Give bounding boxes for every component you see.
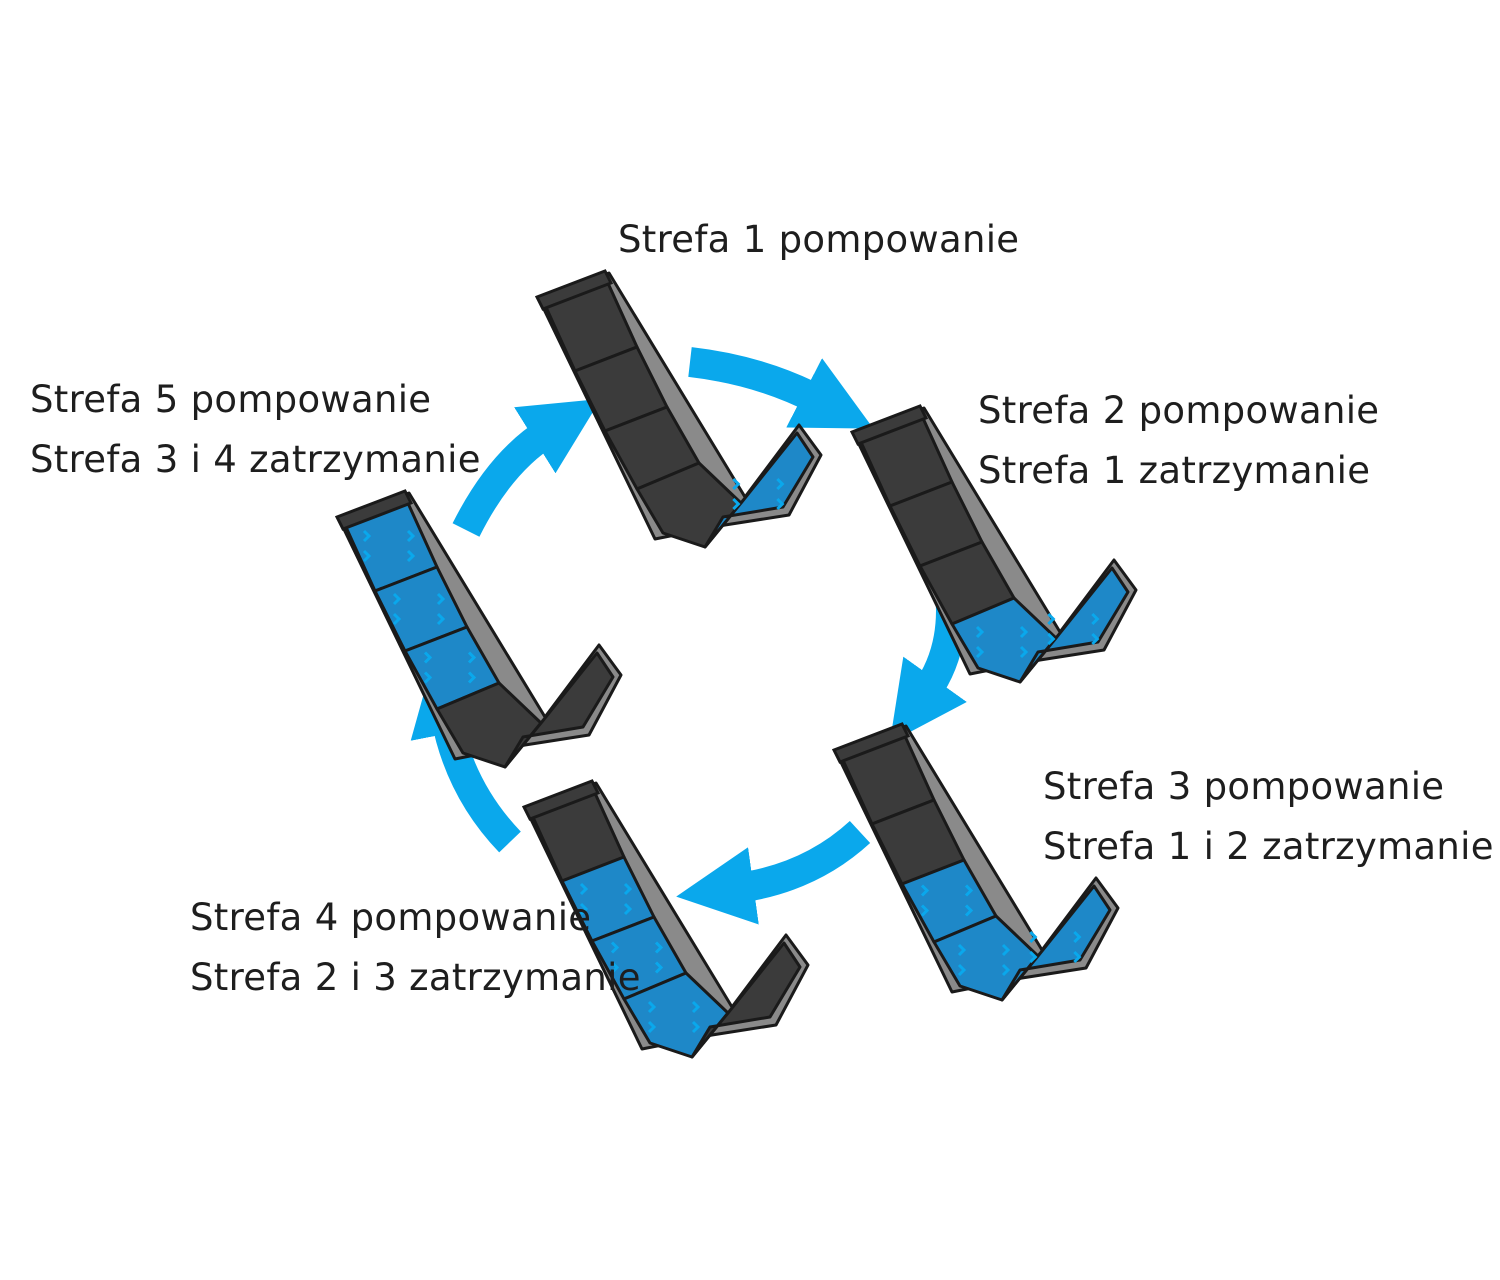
boot-zone-1	[690, 941, 802, 1059]
pressure-arrows-icon	[732, 477, 785, 511]
cycle-arrow-icon	[688, 347, 874, 429]
pressure-arrows-icon	[392, 592, 446, 626]
stage-5-label: Strefa 5 pompowanie Strefa 3 i 4 zatrzym…	[30, 370, 481, 490]
boot-zone-1	[703, 431, 815, 549]
cycle-arrow-icon	[676, 820, 871, 925]
pressure-arrows-icon	[362, 529, 416, 563]
compression-boot-icon	[334, 489, 623, 769]
stage-3-pumping-text: Strefa 3 pompowanie	[1043, 765, 1445, 808]
pressure-arrows-icon	[975, 625, 1029, 659]
pressure-arrows-icon	[920, 884, 974, 917]
stage-4-label: Strefa 4 pompowanie Strefa 2 i 3 zatrzym…	[190, 888, 641, 1008]
stage-2-holding-text: Strefa 1 zatrzymanie	[978, 449, 1371, 492]
stage-2-label: Strefa 2 pompowanie Strefa 1 zatrzymanie	[978, 381, 1379, 501]
stage-5-pumping-text: Strefa 5 pompowanie	[30, 378, 432, 421]
compression-boot-icon	[521, 779, 810, 1059]
stage-3-holding-text: Strefa 1 i 2 zatrzymanie	[1043, 825, 1494, 868]
compression-boot-icon	[849, 404, 1138, 684]
pressure-arrows-icon	[610, 941, 664, 974]
pressure-arrows-icon	[647, 1000, 701, 1034]
stage-5-holding-text: Strefa 3 i 4 zatrzymanie	[30, 438, 481, 481]
boots	[334, 269, 1138, 1059]
pressure-arrows-icon	[1047, 612, 1100, 646]
pressure-arrows-icon	[423, 651, 477, 684]
pressure-arrows-icon	[957, 943, 1011, 977]
stage-4-pumping-text: Strefa 4 pompowanie	[190, 896, 592, 939]
cycle-arrow-icon	[452, 398, 601, 537]
stage-1-pumping-text: Strefa 1 pompowanie	[618, 218, 1020, 261]
stage-4-holding-text: Strefa 2 i 3 zatrzymanie	[190, 956, 641, 999]
pressure-arrows-icon	[579, 882, 633, 916]
compression-boot-icon	[534, 269, 823, 549]
boot-zone-1	[1018, 566, 1130, 684]
boot-zone-1	[503, 651, 615, 769]
pressure-arrows-icon	[1029, 930, 1082, 964]
stage-2-pumping-text: Strefa 2 pompowanie	[978, 389, 1380, 432]
stage-3-label: Strefa 3 pompowanie Strefa 1 i 2 zatrzym…	[1043, 757, 1494, 877]
stage-1-label: Strefa 1 pompowanie	[618, 210, 1019, 270]
boot-zone-1	[1000, 884, 1112, 1002]
compression-boot-icon	[831, 722, 1120, 1002]
